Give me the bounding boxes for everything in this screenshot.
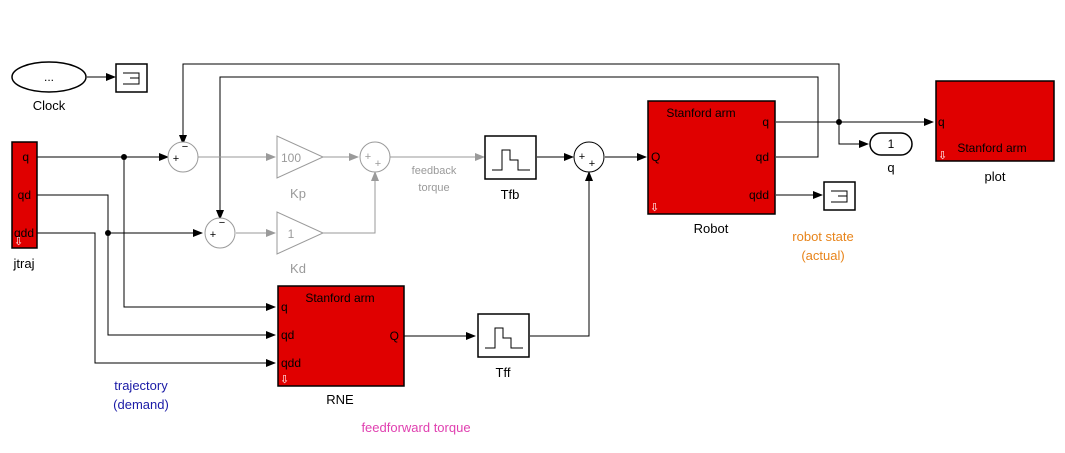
junction-dot: [105, 230, 111, 236]
kd-label: Kd: [290, 261, 306, 276]
jtraj-port-qd: qd: [18, 188, 31, 202]
rne-title: Stanford arm: [305, 291, 374, 305]
wire-tff-sum[interactable]: [530, 171, 593, 337]
clock-block[interactable]: ... Clock: [11, 61, 87, 113]
sum-sign: +: [589, 158, 595, 170]
sum-sign: −: [219, 217, 225, 229]
mask-arrow-icon: ⇩: [650, 202, 659, 214]
tff-zoh-block[interactable]: Tff: [477, 313, 530, 380]
kp-gain-block[interactable]: 100 Kp: [276, 135, 325, 201]
clock-label: Clock: [33, 98, 66, 113]
rne-port-qdd: qdd: [281, 356, 301, 370]
wire-robot-q-out[interactable]: [838, 122, 869, 148]
jtraj-port-qdd: qdd: [14, 226, 34, 240]
junction-dot: [121, 154, 127, 160]
wire-qd-to-rne[interactable]: [37, 194, 276, 339]
sum-sign: −: [182, 141, 188, 153]
sum-sign: +: [365, 151, 371, 163]
outport-label: q: [887, 160, 894, 175]
robot-port-q: q: [762, 115, 769, 129]
robot-port-Q: Q: [651, 150, 660, 164]
wire-feedback-q[interactable]: [179, 63, 840, 145]
kp-label: Kp: [290, 186, 306, 201]
mask-arrow-icon: ⇩: [14, 236, 23, 248]
zoh-icon: [492, 149, 530, 171]
robot-label: Robot: [694, 221, 729, 236]
sum-block-torque[interactable]: + +: [573, 141, 605, 173]
tff-label: Tff: [496, 365, 511, 380]
plot-port-q: q: [938, 115, 945, 129]
robot-state-annotation: robot state (actual): [792, 229, 853, 263]
trajectory-annotation: trajectory (demand): [113, 378, 169, 412]
sum-block-qd-error[interactable]: + −: [204, 217, 236, 249]
sum-sign: +: [579, 151, 585, 163]
rne-label: RNE: [326, 392, 354, 407]
scope-icon: [123, 72, 140, 85]
jtraj-block[interactable]: q qd qdd ⇩ jtraj: [11, 141, 38, 271]
tfb-label: Tfb: [501, 187, 520, 202]
plot-block[interactable]: q Stanford arm ⇩ plot: [935, 80, 1055, 184]
scope-block-qdd[interactable]: [823, 181, 856, 211]
sum-sign: +: [375, 158, 381, 170]
rne-port-qd: qd: [281, 328, 294, 342]
scope-block-clock[interactable]: [115, 63, 148, 93]
rne-port-q: q: [281, 300, 288, 314]
rne-block[interactable]: Stanford arm q qd qdd Q ⇩ RNE: [277, 285, 405, 407]
clock-display: ...: [44, 70, 54, 84]
feedforward-torque-annotation: feedforward torque: [361, 420, 470, 435]
junction-dot: [836, 119, 842, 125]
zoh-icon: [485, 327, 523, 349]
robot-title: Stanford arm: [666, 106, 735, 120]
annotation-line: (demand): [113, 397, 169, 412]
wire-q-to-rne[interactable]: [123, 157, 276, 311]
sum-sign: +: [210, 229, 216, 241]
kd-value: 1: [288, 227, 295, 241]
sum-block-pd[interactable]: + +: [359, 141, 391, 173]
annotation-line: (actual): [801, 248, 844, 263]
scope-icon: [831, 190, 848, 203]
signal-lines: [37, 63, 934, 367]
wire-kd-sum3[interactable]: [323, 171, 379, 234]
sum-block-q-error[interactable]: + −: [167, 141, 199, 173]
plot-label: plot: [985, 169, 1006, 184]
outport-number: 1: [888, 137, 895, 151]
kp-value: 100: [281, 151, 301, 165]
feedback-torque-annotation: feedback torque: [412, 165, 457, 194]
annotation-line: robot state: [792, 229, 853, 244]
jtraj-label: jtraj: [13, 256, 35, 271]
robot-port-qdd: qdd: [749, 188, 769, 202]
robot-port-qd: qd: [756, 150, 769, 164]
kd-gain-block[interactable]: 1 Kd: [276, 211, 325, 276]
annotation-line: trajectory: [114, 378, 168, 393]
wire-feedback-qd[interactable]: [216, 76, 819, 220]
jtraj-port-q: q: [22, 150, 29, 164]
sum-sign: +: [173, 153, 179, 165]
annotation-line: torque: [418, 182, 449, 194]
wire-qdd-to-rne[interactable]: [37, 232, 276, 367]
robot-block[interactable]: Stanford arm Q q qd qdd ⇩ Robot: [647, 100, 776, 236]
outport-q[interactable]: 1 q: [869, 132, 913, 175]
annotation-line: feedback: [412, 165, 457, 177]
tfb-zoh-block[interactable]: Tfb: [484, 135, 537, 202]
rne-port-Q: Q: [390, 329, 399, 343]
mask-arrow-icon: ⇩: [280, 374, 289, 386]
plot-title: Stanford arm: [957, 141, 1026, 155]
mask-arrow-icon: ⇩: [938, 150, 947, 162]
